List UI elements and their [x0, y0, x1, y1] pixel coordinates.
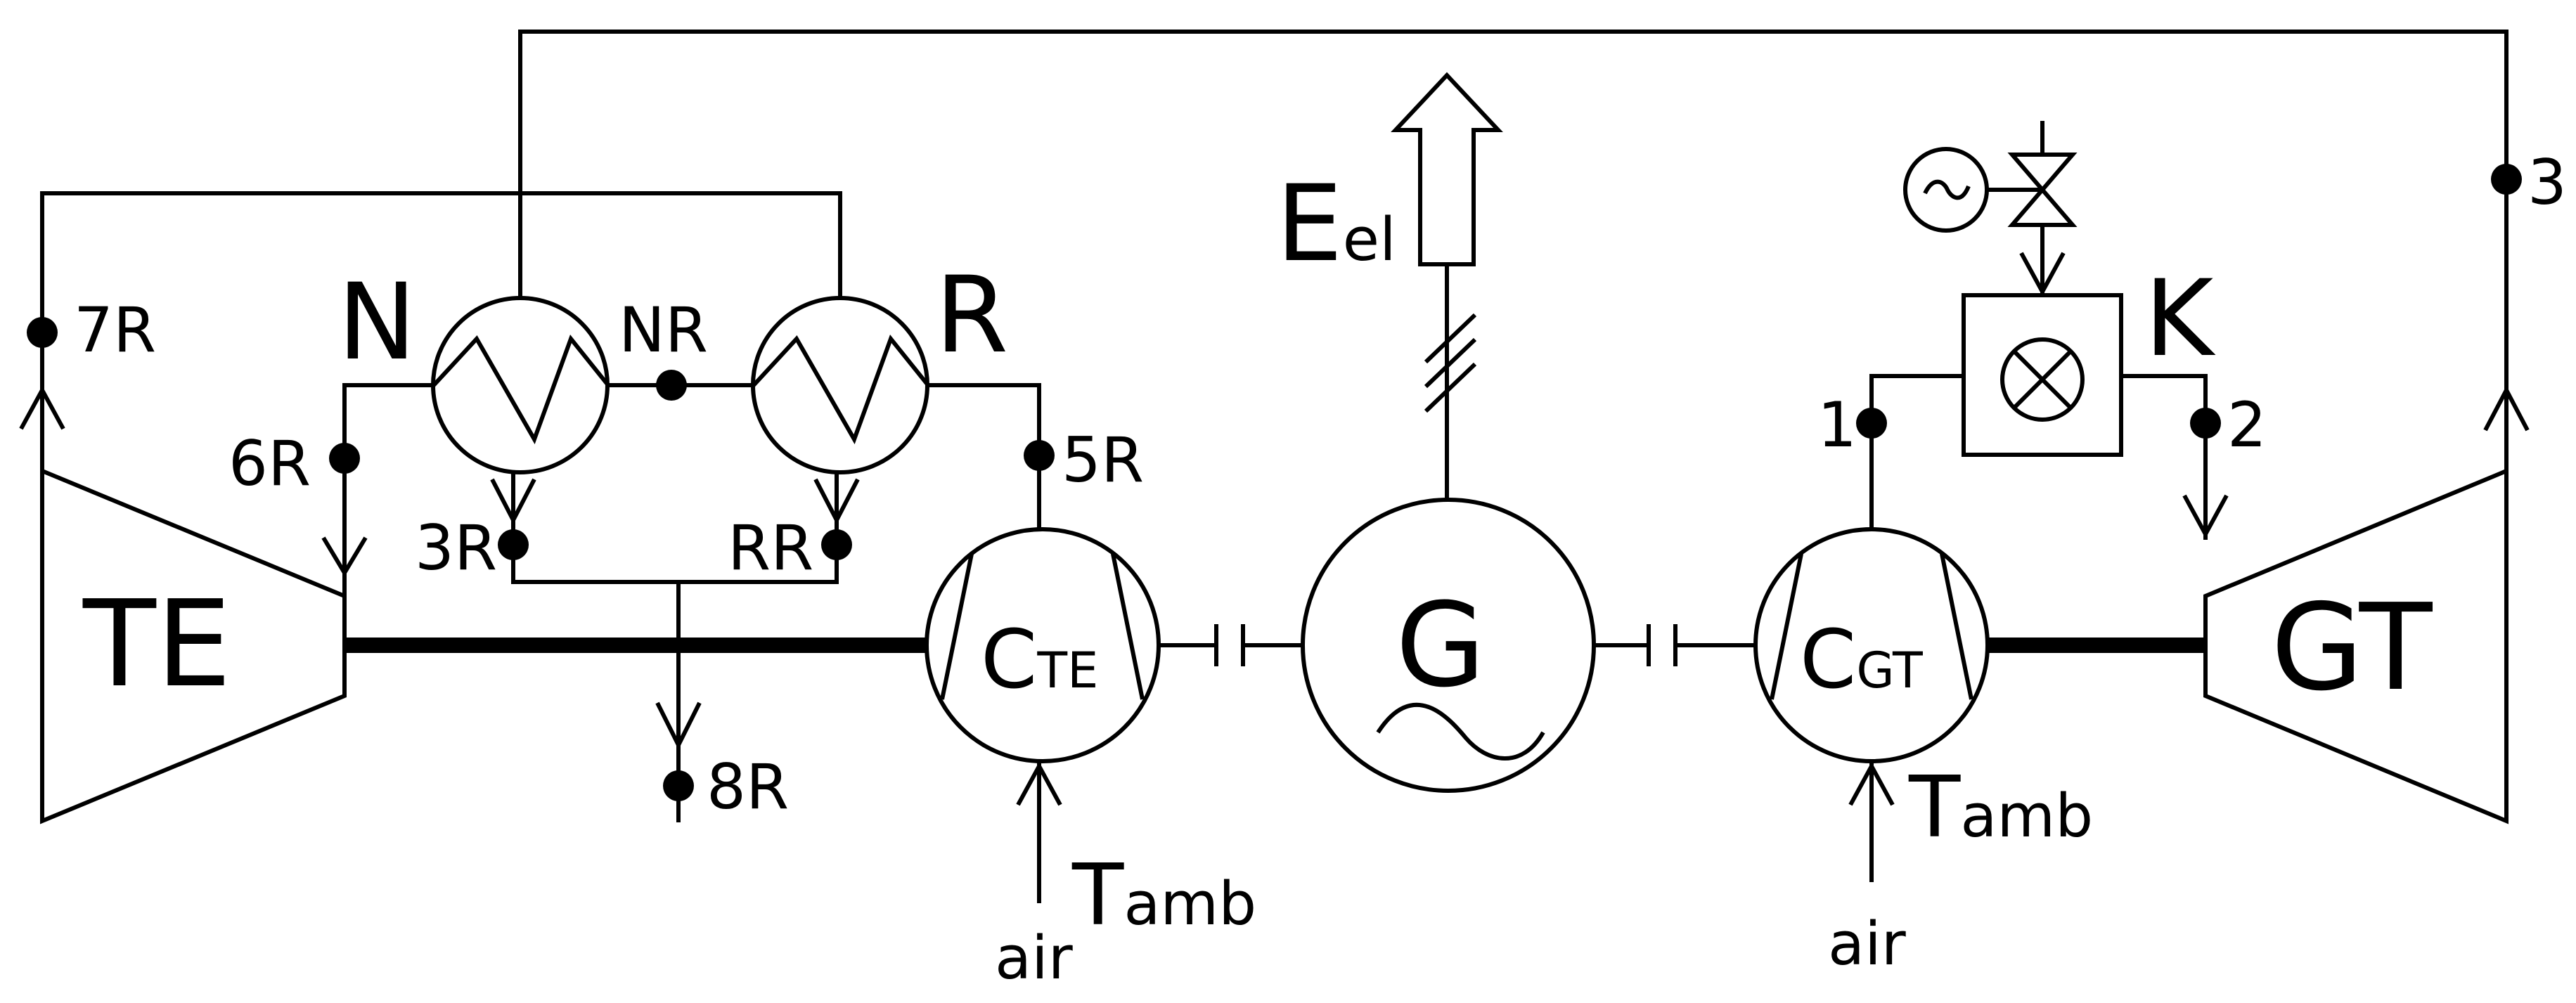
label-n: N [337, 261, 416, 384]
point-5r-dot [1024, 440, 1055, 471]
arrow-8r [655, 701, 702, 750]
point-6r-dot [329, 443, 360, 474]
line-cgt-to-k [1869, 374, 1964, 529]
label-t-amb-te: Tamb [1071, 847, 1256, 945]
point-3-dot [2491, 164, 2522, 195]
arrow-rr [813, 478, 860, 525]
label-2: 2 [2227, 389, 2267, 461]
line-7r-loop [40, 191, 842, 471]
label-1: 1 [1817, 389, 1857, 461]
hash-marks [1424, 313, 1477, 413]
point-nr-dot [656, 370, 687, 401]
point-8r-dot [663, 770, 694, 801]
label-3r: 3R [415, 512, 497, 584]
combustor-k [1962, 293, 2123, 457]
ac-source-wave [1923, 179, 1971, 200]
label-7r: 7R [74, 294, 156, 366]
label-e-el: Eel [1276, 163, 1396, 285]
coupling-right [1647, 624, 1677, 666]
point-rr-dot [821, 529, 852, 560]
label-r: R [935, 254, 1008, 377]
label-te: TE [82, 575, 231, 714]
point-2-dot [2190, 408, 2221, 439]
arrow-3 [2483, 385, 2530, 432]
turbine-te [40, 467, 347, 824]
arrow-e-el [1391, 72, 1503, 266]
point-7r-dot [27, 317, 58, 348]
label-gt: GT [2271, 578, 2433, 718]
arrow-6r [321, 536, 368, 577]
coupling-left [1214, 624, 1245, 666]
label-k: K [2144, 258, 2216, 380]
label-t-amb-gt: Tamb [1908, 759, 2093, 857]
label-3: 3 [2527, 146, 2567, 219]
label-6r: 6R [228, 427, 311, 500]
point-3r-dot [498, 529, 529, 560]
label-nr: NR [619, 294, 708, 366]
arrow-3r [490, 478, 536, 525]
arrow-air-cgt [1848, 761, 1895, 806]
heat-exchanger-n [431, 296, 610, 474]
label-air-te: air [995, 924, 1073, 993]
arrow-7r [19, 385, 65, 430]
label-air-gt: air [1828, 910, 1906, 979]
label-5r: 5R [1062, 424, 1144, 496]
label-g: G [1396, 578, 1486, 713]
arrow-fuel [2019, 252, 2066, 297]
arrow-2 [2182, 494, 2229, 539]
heat-exchanger-r [751, 296, 930, 474]
label-8r: 8R [707, 751, 789, 823]
label-c-gt: CGT [1800, 613, 1923, 707]
label-rr: RR [728, 512, 813, 584]
arrow-air-cte [1016, 761, 1062, 806]
compressor-cte [925, 527, 1161, 763]
line-3-to-n [518, 30, 2509, 478]
line-k-to-gt [2121, 374, 2208, 540]
label-c-te: CTE [981, 613, 1098, 707]
turbine-gt [2203, 467, 2509, 824]
point-1-dot [1856, 408, 1887, 439]
